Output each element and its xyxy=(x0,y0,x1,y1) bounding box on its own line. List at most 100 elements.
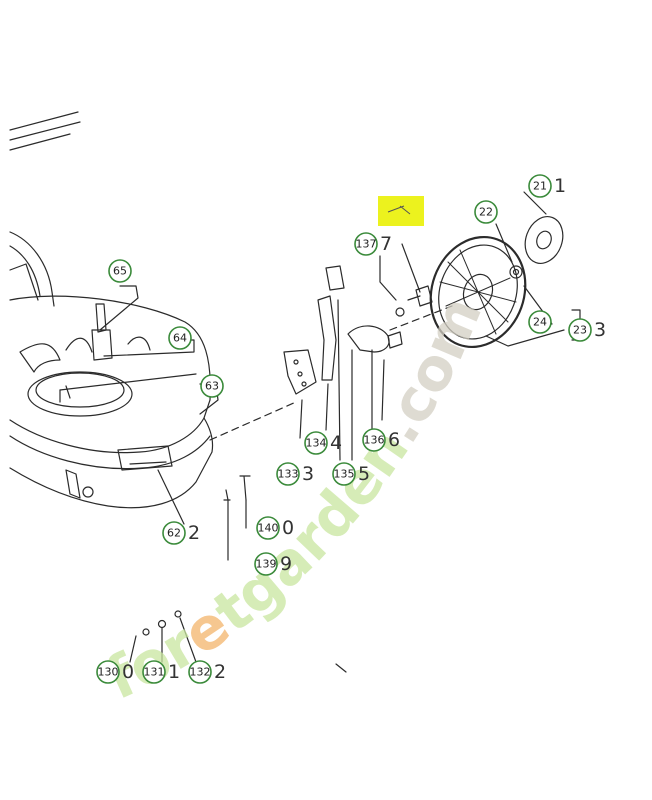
hub-nut xyxy=(509,265,523,279)
mower-deck-rim xyxy=(9,417,205,454)
callout-label: 133 xyxy=(278,468,299,481)
callout-24[interactable]: 24 xyxy=(528,310,552,334)
leader-line xyxy=(337,299,341,461)
rear-flap-outline xyxy=(9,263,39,301)
callout-circle xyxy=(188,660,212,684)
deck-vent xyxy=(127,336,151,351)
axle-dashed-line xyxy=(209,401,297,441)
rear-wheel-rim xyxy=(438,244,518,340)
wheel-bolt-head xyxy=(415,285,433,307)
callout-circle xyxy=(304,431,328,455)
callout-circle xyxy=(254,552,278,576)
callout-label: 132 xyxy=(190,666,211,679)
spacer-stub xyxy=(387,331,403,349)
motor-plate-inner xyxy=(35,372,125,408)
callout-label: 24 xyxy=(533,316,547,329)
axle-dashed-line xyxy=(389,305,453,331)
callout-21[interactable]: 21 1 xyxy=(528,174,566,198)
callout-label: 64 xyxy=(173,332,187,345)
callout-circle xyxy=(256,516,280,540)
handle-bar-line xyxy=(9,111,79,131)
callout-ghost-digit: 3 xyxy=(302,463,314,485)
handle-bar-line xyxy=(9,133,71,151)
callout-ghost-digit: 3 xyxy=(594,319,606,341)
rear-wheel-tyre xyxy=(429,235,527,349)
callout-ghost-digit: 5 xyxy=(358,463,370,485)
callout-label: 65 xyxy=(113,265,127,278)
highlighted-part-label xyxy=(378,196,424,226)
callout-circle xyxy=(162,521,186,545)
callout-circle xyxy=(332,462,356,486)
callout-ghost-digit: 0 xyxy=(282,517,294,539)
callout-63[interactable]: 63 xyxy=(200,374,224,398)
deck-label-line xyxy=(129,461,167,465)
callout-65[interactable]: 65 xyxy=(108,259,132,283)
leader-line xyxy=(495,223,513,263)
knob-screw xyxy=(95,303,107,333)
rear-flap-outline xyxy=(9,231,55,307)
bracket-hole xyxy=(301,381,307,387)
stray-mark xyxy=(335,663,347,673)
washer xyxy=(395,307,405,317)
hub-cap-center xyxy=(536,230,552,250)
deck-vent xyxy=(65,337,93,353)
mower-deck-rim xyxy=(9,435,211,470)
hub-cap xyxy=(524,216,564,264)
leader-line xyxy=(157,469,185,525)
callout-ghost-digit: 1 xyxy=(168,661,180,683)
callout-64[interactable]: 64 xyxy=(168,326,192,350)
callout-ghost-digit: 2 xyxy=(214,661,226,683)
leader-line xyxy=(179,617,197,663)
deck-vent xyxy=(19,343,61,373)
callout-ghost-digit: 0 xyxy=(122,661,134,683)
height-bracket-plate xyxy=(283,349,317,395)
highlighted-part-mark xyxy=(387,205,411,215)
leader-line xyxy=(99,285,139,331)
deck-hinge xyxy=(65,469,81,499)
callout-label: 130 xyxy=(98,666,119,679)
small-screw xyxy=(239,475,251,501)
leader-line xyxy=(129,635,137,663)
callout-circle xyxy=(200,374,224,398)
rear-flap-outline xyxy=(9,245,41,297)
leader-line xyxy=(523,191,547,215)
callout-label: 140 xyxy=(258,522,279,535)
motor-plate xyxy=(27,371,133,417)
callout-circle xyxy=(276,462,300,486)
deck-hinge-pin xyxy=(82,486,94,498)
callout-ghost-digit: 1 xyxy=(554,175,566,197)
callout-label: 137 xyxy=(356,238,377,251)
small-washer xyxy=(174,610,182,618)
callout-label: 139 xyxy=(256,558,277,571)
callout-ghost-digit: 6 xyxy=(388,429,400,451)
callout-circle xyxy=(474,200,498,224)
callout-ghost-digit: 9 xyxy=(280,553,292,575)
callout-label: 136 xyxy=(364,434,385,447)
leader-line xyxy=(485,329,565,347)
callout-circle xyxy=(168,326,192,350)
callout-circle xyxy=(354,232,378,256)
mower-deck-outline xyxy=(9,295,214,509)
part-linework xyxy=(9,111,581,673)
callout-label: 63 xyxy=(205,380,219,393)
callout-label: 21 xyxy=(533,180,547,193)
hub-nut-hole xyxy=(512,268,520,276)
callout-22[interactable]: 22 xyxy=(474,200,498,224)
bracket-hole xyxy=(293,359,299,365)
callout-circle xyxy=(108,259,132,283)
callout-ghost-digit: 7 xyxy=(380,233,392,255)
motor-screw xyxy=(59,385,71,403)
